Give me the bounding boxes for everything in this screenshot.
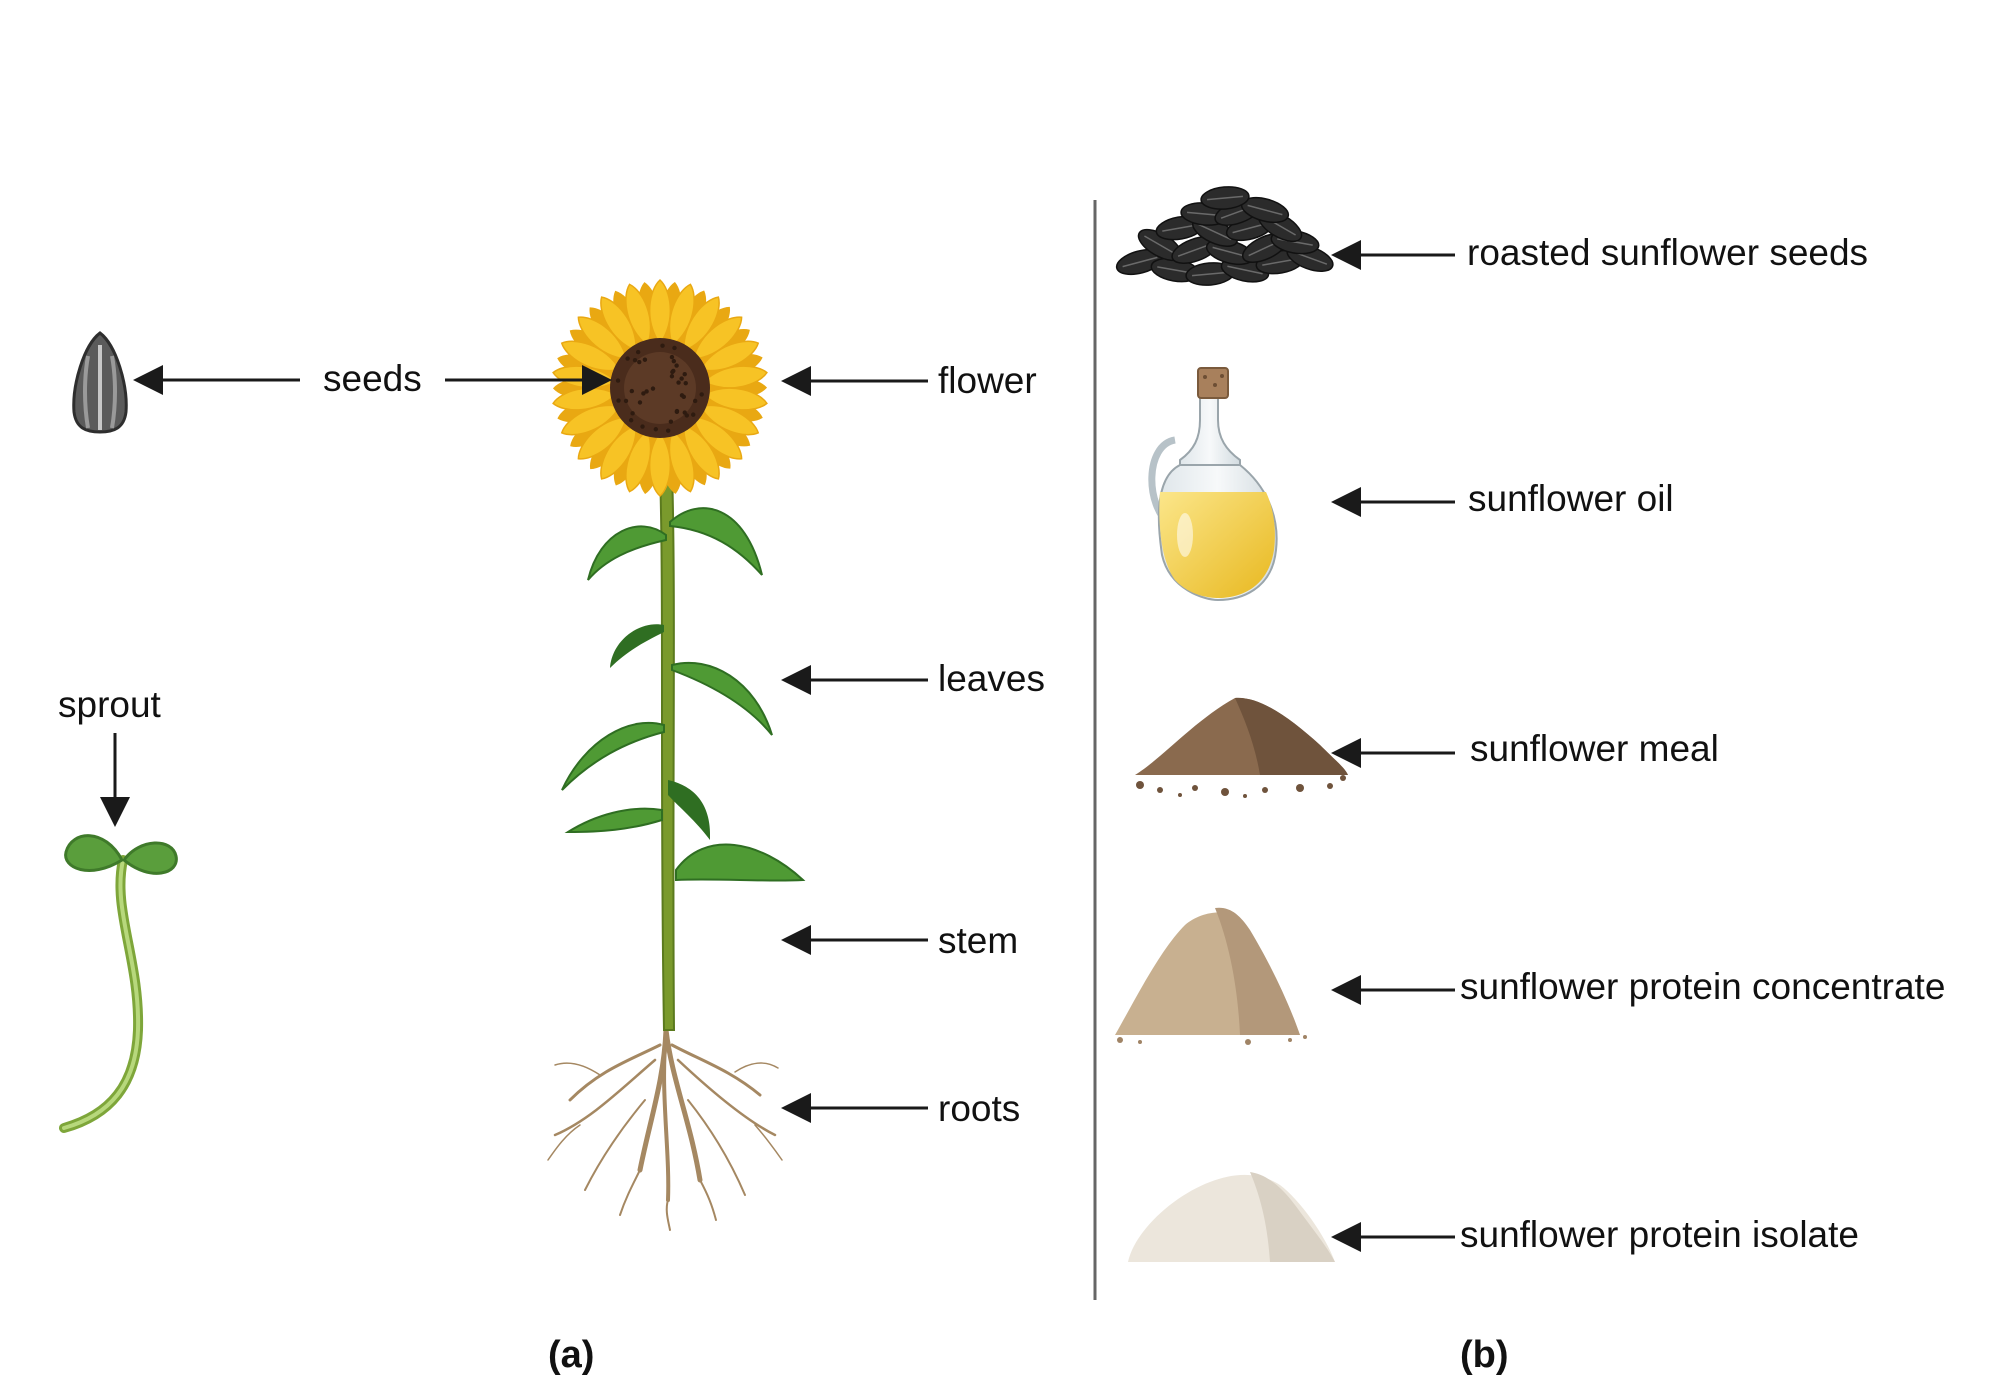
panel-b-caption: (b) [1460, 1336, 1509, 1374]
sprout-icon [64, 836, 176, 1128]
oil-bottle-icon [1152, 368, 1277, 600]
product-label-isolate: sunflower protein isolate [1460, 1216, 1859, 1253]
meal-pile-icon [1135, 698, 1348, 798]
stem-icon [660, 470, 674, 1030]
leaves-icon [562, 508, 803, 880]
flower-icon [552, 280, 769, 496]
panel-b-arrows [1358, 255, 1455, 1237]
sprout-label: sprout [58, 686, 161, 723]
product-label-meal: sunflower meal [1470, 730, 1719, 767]
panel-a-arrows [115, 380, 928, 1108]
panel-a-caption: (a) [548, 1336, 594, 1374]
seeds-label: seeds [323, 360, 422, 397]
protein-isolate-pile-icon [1128, 1172, 1335, 1262]
stem-label: stem [938, 922, 1018, 959]
roots-icon [548, 1030, 782, 1230]
leaves-label: leaves [938, 660, 1045, 697]
product-label-roasted-seeds: roasted sunflower seeds [1467, 234, 1868, 271]
product-label-concentrate: sunflower protein concentrate [1460, 968, 1945, 1005]
roasted-seeds-pile-icon [1114, 185, 1336, 287]
roots-label: roots [938, 1090, 1020, 1127]
protein-concentrate-pile-icon [1115, 908, 1307, 1045]
flower-label: flower [938, 362, 1037, 399]
product-label-oil: sunflower oil [1468, 480, 1674, 517]
seed-icon [74, 333, 126, 432]
